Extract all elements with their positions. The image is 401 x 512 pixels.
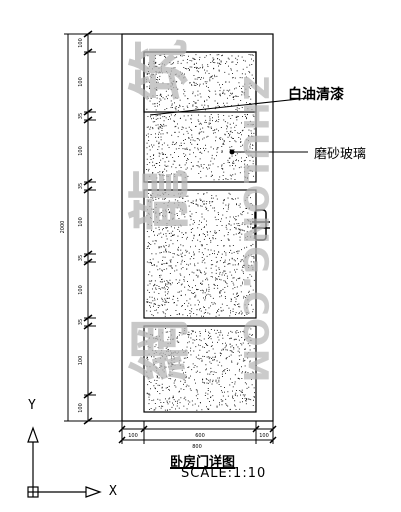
glass-panel-2 (143, 189, 257, 319)
dimension-lines (64, 30, 277, 444)
y-axis-label: Y (28, 398, 36, 413)
x-axis-label: X (109, 484, 117, 499)
left-dimension-tick: 35 (78, 319, 84, 325)
glass-panel-3 (143, 325, 257, 413)
dimension-text: 100 100 35 100 35 100 35 100 35 100 100 2000 100 600 1… (60, 38, 269, 450)
drawing-title: 卧房门详图 (170, 455, 236, 470)
left-dimension-tick: 100 (78, 38, 84, 48)
left-dimension-tick: 100 (78, 403, 84, 413)
svg-text:龍: 龍 (124, 169, 197, 231)
total-height-dimension: 2000 (60, 221, 66, 234)
bottom-dimension-tick: 100 (128, 433, 138, 439)
left-dimension-tick: 100 (78, 217, 84, 227)
glass-label: 磨砂玻璃 (314, 147, 367, 162)
left-dimension-tick: 100 (78, 77, 84, 87)
left-dimension-tick: 100 (78, 146, 84, 156)
frosted-glass-hatch (146, 54, 255, 411)
left-dimension-tick: 35 (78, 183, 84, 189)
finish-label: 白油清漆 (288, 87, 344, 103)
watermark: 筑龍網 ZHULONG.COM (124, 39, 276, 385)
ucs-axes (27, 426, 102, 498)
leader-lines (149, 97, 309, 155)
bottom-dimension-tick: 100 (259, 433, 269, 439)
drawing-scale: SCALE:1:10 (181, 466, 267, 481)
door-frame-outer (121, 33, 274, 422)
left-dimension-tick: 100 (78, 285, 84, 295)
left-dimension-tick: 35 (78, 113, 84, 119)
svg-text:ZHULONG.COM: ZHULONG.COM (235, 75, 275, 384)
door (121, 33, 274, 422)
left-dimension-tick: 100 (78, 356, 84, 366)
left-dimension-tick: 35 (78, 255, 84, 261)
svg-text:網: 網 (124, 319, 197, 381)
total-width-dimension: 800 (192, 444, 202, 450)
bottom-dimension-tick: 600 (195, 433, 205, 439)
glass-panel-top (143, 51, 257, 113)
door-handle (252, 209, 270, 241)
svg-text:筑: 筑 (124, 39, 197, 101)
